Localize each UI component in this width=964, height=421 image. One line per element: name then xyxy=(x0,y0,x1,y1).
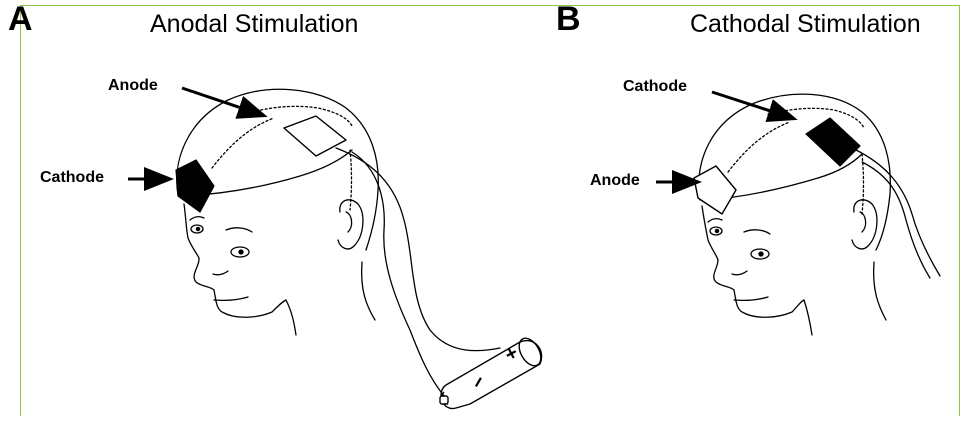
panel-b-mouth xyxy=(734,297,768,300)
panel-b-jaw xyxy=(804,300,812,335)
panel-a-wire-cathode xyxy=(352,152,446,398)
panel-b-brow-left xyxy=(708,219,722,222)
panel-a-mouth xyxy=(214,297,248,300)
battery xyxy=(440,335,545,409)
panel-a-wire-anode xyxy=(336,148,500,351)
panel-a-jaw xyxy=(286,300,296,335)
panel-a-dotted-3 xyxy=(350,150,352,210)
panel-b-nose xyxy=(732,271,747,275)
panel-a-anode-electrode xyxy=(284,116,346,156)
panel-b-wire-2 xyxy=(862,162,930,278)
panel-b-neck-back xyxy=(874,262,886,320)
battery-minus-sign: − xyxy=(466,372,491,393)
panel-a-ear xyxy=(338,200,363,249)
panel-b-brow-right xyxy=(744,230,770,234)
panel-b-wire-1 xyxy=(856,150,940,276)
panel-a-brow-right xyxy=(226,228,252,232)
panel-a-neck-back xyxy=(362,262,375,320)
panel-a-skull-outline xyxy=(177,89,379,250)
panel-b-anode-electrode xyxy=(694,166,736,214)
panel-a-cathode-electrode xyxy=(176,160,214,212)
battery-body xyxy=(446,341,542,404)
panel-b-ear xyxy=(852,200,877,249)
panel-b-dotted-2 xyxy=(728,122,790,172)
panel-b-face-profile xyxy=(702,206,804,317)
panel-a-brow-left xyxy=(190,217,204,220)
panel-a-nose xyxy=(213,271,228,275)
panel-b-cathode-electrode xyxy=(806,118,860,166)
panel-a-dotted-2 xyxy=(212,118,274,168)
